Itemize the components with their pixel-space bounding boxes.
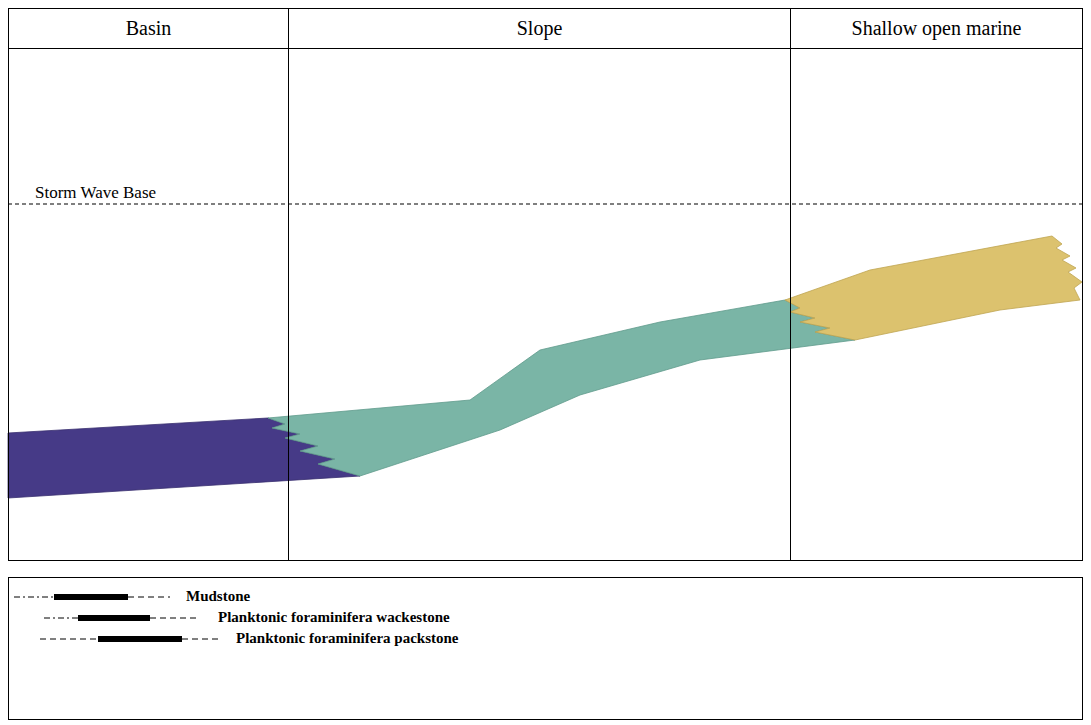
environment-column: Shallow open marine [790,8,1083,561]
legend-text: Planktonic foraminifera wackestone [218,609,450,626]
column-header: Basin [9,9,288,49]
legend-text: Mudstone [186,588,250,605]
environment-column: Slope [288,8,791,561]
storm-wave-base-line [8,203,1083,204]
column-header: Slope [289,9,790,49]
shallow-facies-band [785,236,1082,340]
boundary-label: Storm Wave Base [33,183,158,203]
slope-facies-band [268,300,855,476]
environment-column: Basin [8,8,289,561]
column-header: Shallow open marine [791,9,1082,49]
legend-text: Planktonic foraminifera packstone [236,630,459,647]
legend-frame [8,577,1083,720]
